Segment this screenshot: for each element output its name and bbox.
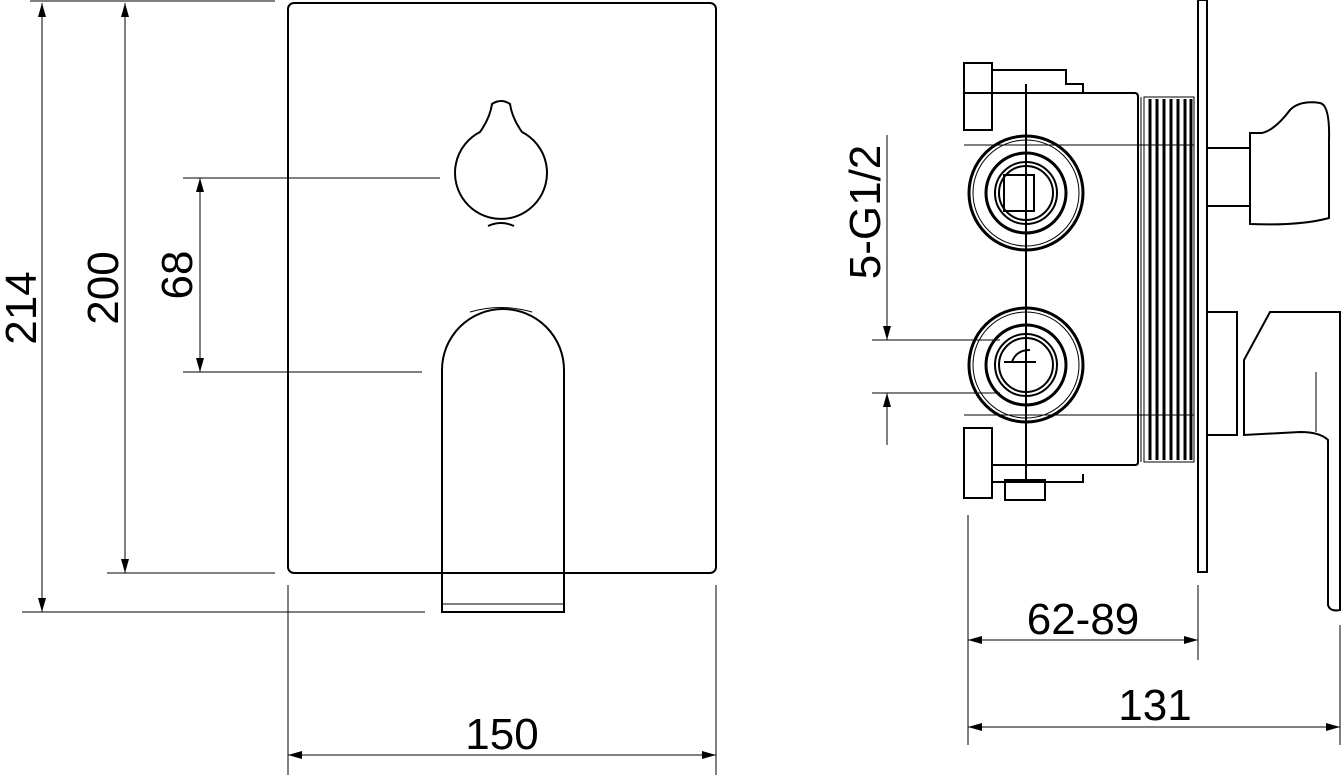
dimension-label-150: 150 — [465, 710, 538, 759]
connection-port-top — [967, 134, 1085, 252]
knob-stem — [1206, 147, 1251, 207]
dimension-label-62-89: 62-89 — [1027, 595, 1140, 644]
valve-body — [964, 92, 1139, 466]
threaded-sleeve — [1143, 96, 1195, 463]
dimension-label-131: 131 — [1118, 681, 1191, 730]
knob-indicator — [487, 222, 515, 227]
dimension-label-68: 68 — [153, 251, 202, 300]
cover-plate — [287, 2, 717, 574]
flange-step-top — [992, 69, 1084, 93]
mounting-flange-bottom — [963, 427, 993, 499]
side-view: 5-G1/2 62-89 131 — [841, 0, 1341, 745]
mixer-lever-side — [1243, 311, 1341, 612]
dimension-label-200: 200 — [79, 251, 128, 324]
front-view: 214 200 68 150 — [0, 0, 717, 775]
lever-base — [1206, 311, 1238, 436]
mounting-flange-top — [963, 62, 993, 131]
dimension-label-thread: 5-G1/2 — [841, 145, 890, 280]
diverter-knob-side — [1249, 101, 1331, 226]
wall-plate — [1197, 0, 1208, 573]
connection-port-bottom — [967, 306, 1085, 424]
lever-top-edge — [469, 307, 533, 313]
dimension-label-214: 214 — [0, 271, 46, 344]
diverter-knob — [454, 100, 548, 220]
mixer-lever-spout — [441, 308, 565, 613]
flange-step-bottom — [992, 474, 1084, 483]
